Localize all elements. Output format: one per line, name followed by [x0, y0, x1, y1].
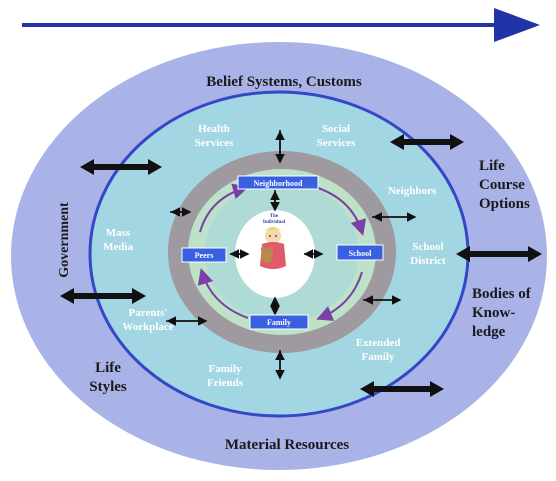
label-extended-family: Extended Family	[356, 337, 401, 363]
label-life-course-options: Life Course Options	[479, 158, 530, 212]
label-school-district: School District	[410, 241, 446, 267]
label-parents-workplace: Parents' Workplace	[122, 307, 173, 333]
label-mass-media: Mass Media	[103, 227, 133, 253]
svg-text:Social: Social	[322, 123, 350, 135]
svg-text:Options: Options	[479, 196, 530, 212]
thick-arrow-left	[60, 288, 146, 304]
outer-thick-arrows	[60, 134, 542, 397]
baby-illustration	[260, 227, 286, 269]
svg-text:Health: Health	[198, 123, 230, 135]
svg-text:Family: Family	[209, 363, 242, 375]
label-social-services: Social Services	[317, 123, 356, 149]
cycle-arrow-ne	[317, 187, 367, 236]
cycle-arrow-se	[316, 271, 363, 321]
cycle-arrows	[197, 183, 367, 321]
svg-text:The: The	[270, 214, 279, 219]
svg-text:ledge: ledge	[472, 324, 506, 340]
label-the-individual: The Individual	[263, 214, 286, 225]
svg-text:Individual: Individual	[263, 220, 286, 225]
middle-arrows	[166, 130, 417, 380]
svg-text:Life: Life	[95, 360, 121, 376]
timeline-arrow	[22, 8, 540, 42]
svg-text:Know-: Know-	[472, 305, 515, 321]
label-neighbors: Neighbors	[388, 185, 437, 197]
label-material-resources: Material Resources	[225, 437, 349, 453]
thick-arrow-lower-right	[360, 381, 444, 397]
thick-arrow-upper-right	[390, 134, 464, 150]
svg-text:School: School	[349, 249, 372, 258]
box-neighborhood: Neighborhood	[237, 175, 319, 190]
box-peers: Peers	[181, 247, 227, 263]
label-family-friends: Family Friends	[207, 363, 244, 389]
svg-text:District: District	[410, 255, 446, 267]
thick-arrow-right	[456, 246, 542, 262]
svg-text:Parents': Parents'	[129, 307, 168, 319]
label-government: Government	[57, 202, 72, 278]
svg-text:Family: Family	[267, 318, 291, 327]
thick-arrow-upper-left	[80, 159, 162, 175]
svg-text:Friends: Friends	[207, 377, 244, 389]
svg-text:Services: Services	[317, 137, 356, 149]
svg-text:Peers: Peers	[195, 251, 214, 260]
cycle-arrow-nw	[199, 183, 249, 233]
svg-text:Course: Course	[479, 177, 525, 193]
label-life-styles: Life Styles	[89, 360, 127, 395]
svg-text:Family: Family	[362, 351, 395, 363]
svg-text:Extended: Extended	[356, 337, 401, 349]
svg-text:School: School	[412, 241, 443, 253]
svg-text:Neighborhood: Neighborhood	[254, 179, 303, 188]
label-belief-systems: Belief Systems, Customs	[206, 74, 362, 90]
svg-text:Mass: Mass	[106, 227, 131, 239]
svg-text:Workplace: Workplace	[122, 321, 173, 333]
box-family: Family	[249, 314, 309, 330]
label-bodies-of-knowledge: Bodies of Know- ledge	[472, 286, 532, 340]
svg-text:Bodies of: Bodies of	[472, 286, 532, 302]
svg-text:Media: Media	[103, 241, 133, 253]
box-school: School	[336, 244, 384, 261]
svg-text:Styles: Styles	[89, 379, 127, 395]
label-health-services: Health Services	[195, 123, 234, 149]
inner-spokes	[229, 190, 324, 316]
svg-text:Services: Services	[195, 137, 234, 149]
cycle-arrow-sw	[197, 268, 249, 319]
svg-text:Life: Life	[479, 158, 505, 174]
